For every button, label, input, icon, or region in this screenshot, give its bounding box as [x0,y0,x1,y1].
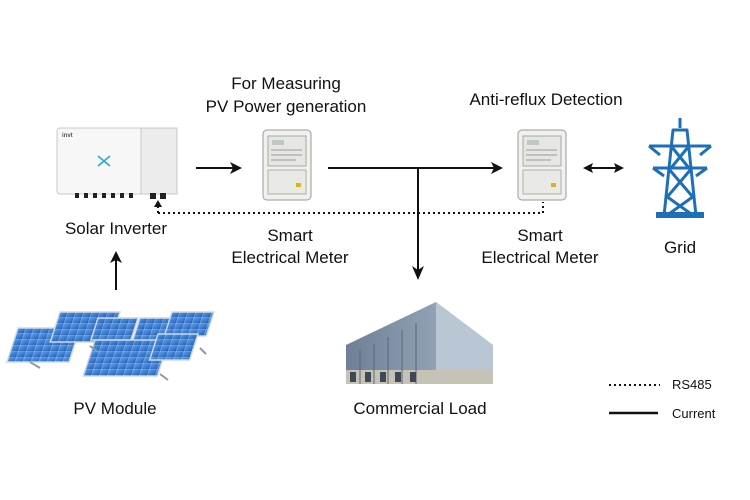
arrow-to-meter1-icon [230,162,242,174]
grid-tower-base [656,212,704,218]
arrow-to-meter2-icon [491,162,503,174]
solar-inverter-label: Solar Inverter [64,219,168,238]
commercial-building [346,302,493,384]
measuring-label-line1: For Measuring [231,74,341,93]
commercial-load-label: Commercial Load [353,399,487,418]
solar-inverter [56,127,178,199]
inverter-connectors [75,193,166,199]
legend-current-label: Current [672,406,716,421]
arrow-to-inverter-icon [110,251,122,263]
meter2-label-line1: Smart [517,226,563,245]
current-lines [115,167,617,290]
smart-meter-1 [262,129,312,201]
arrow-to-load-icon [412,266,424,280]
pv-module-array [5,311,215,381]
inverter-brand-mark: invt [62,133,73,139]
anti-reflux-label: Anti-reflux Detection [469,90,623,109]
meter2-label-line2: Electrical Meter [481,248,599,267]
arrow-left-grid-icon [583,163,593,173]
rs485-arrow-icon [154,200,162,207]
meter1-label-line1: Smart [267,226,313,245]
meter1-label-line2: Electrical Meter [231,248,349,267]
pv-module-label: PV Module [73,399,157,418]
inverter-logo-icon [97,155,111,167]
measuring-label-line2: PV Power generation [205,97,367,116]
arrow-right-grid-icon [614,163,624,173]
rs485-line [157,202,544,214]
grid-tower-icon [648,118,712,218]
legend-rs485-label: RS485 [672,377,712,392]
smart-meter-2 [517,129,567,201]
grid-label: Grid [663,238,697,257]
arrowheads [110,162,624,280]
